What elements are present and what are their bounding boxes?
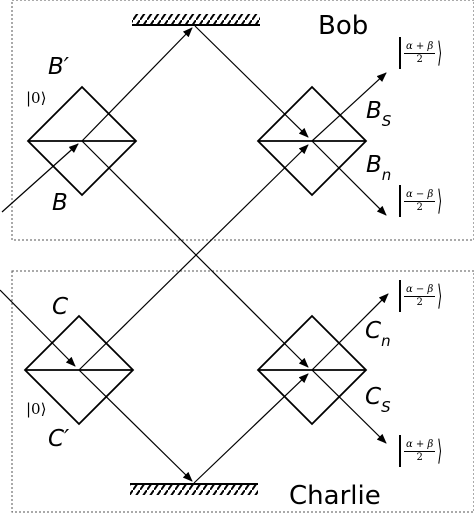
- beam-charlie-cross-up: [78, 144, 309, 371]
- beam-bob-output-bn: [311, 140, 387, 216]
- port-b-label: B: [52, 190, 68, 216]
- beam-c-input: [0, 289, 76, 367]
- bob-label: Bob: [318, 11, 369, 41]
- beam-bottom-mirror-to-charlie-output: [193, 373, 309, 484]
- bottom-mirror: [130, 483, 258, 495]
- port-c-prime-label: C′: [48, 426, 70, 452]
- port-c-label: C: [52, 294, 69, 320]
- vacuum-ket-charlie: |0⟩: [26, 400, 47, 418]
- port-cs-label: CS: [365, 384, 391, 416]
- top-mirror: [132, 14, 260, 26]
- beam-b-input: [1, 143, 79, 213]
- beam-bob-cross-down: [81, 140, 309, 368]
- port-cn-label: Cn: [365, 318, 391, 350]
- beam-bob-output-bs: [311, 72, 387, 142]
- port-b-prime-label: B′: [48, 54, 70, 80]
- charlie-label: Charlie: [289, 481, 381, 511]
- beam-charlie-output-cn: [311, 293, 389, 371]
- beam-charlie-output-cs: [311, 369, 387, 444]
- port-bs-label: BS: [366, 98, 392, 130]
- vacuum-ket-bob: |0⟩: [26, 89, 47, 107]
- beam-top-mirror-to-bob-output: [194, 25, 309, 138]
- beam-charlie-to-bottom-mirror: [78, 369, 193, 482]
- bob-region: [11, 0, 474, 241]
- beam-bob-to-top-mirror: [81, 27, 193, 142]
- port-bn-label: Bn: [366, 152, 392, 184]
- charlie-region: [11, 270, 474, 513]
